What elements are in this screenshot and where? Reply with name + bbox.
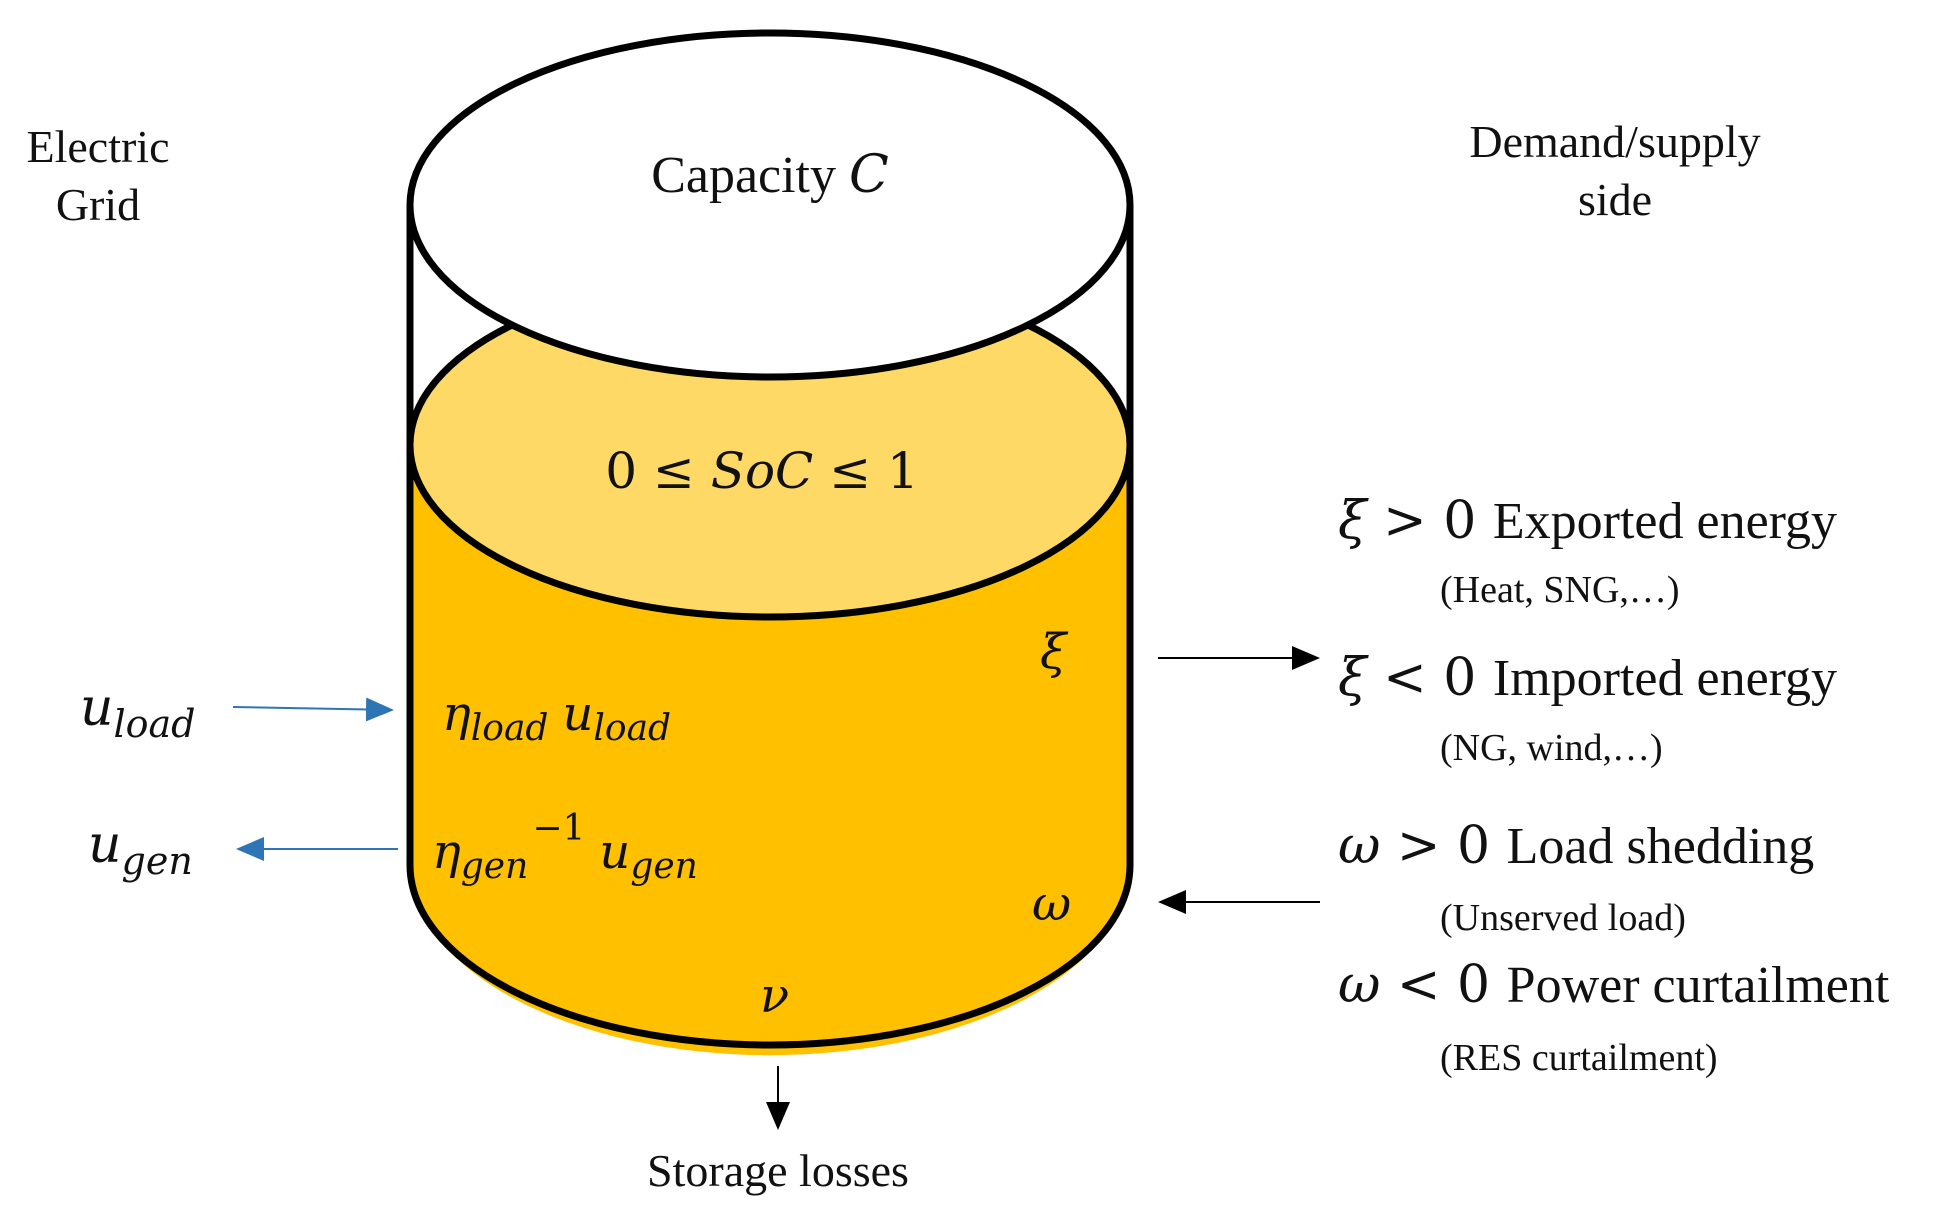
storage-tank: [406, 29, 1134, 1056]
tank-bottom-rim: [406, 864, 1134, 1049]
exchange-exported-line: ξ > 0 Exported energy: [1338, 491, 1837, 551]
exchange-imported-line: ξ < 0 Imported energy: [1338, 648, 1837, 708]
nu-loss-symbol: ν: [760, 968, 789, 1024]
exchange-shedding-line: ω > 0 Load shedding: [1338, 816, 1814, 876]
grid-title-line1: Electric: [26, 121, 169, 172]
omega-flow-symbol: ω: [1032, 876, 1071, 932]
storage-losses-label: Storage losses: [647, 1145, 909, 1196]
u-load-arrow: [232, 697, 394, 722]
demand-title-line1: Demand/supply: [1469, 116, 1760, 167]
grid-title-line2: Grid: [56, 179, 140, 230]
u-load-label: uload: [80, 678, 196, 746]
exchange-curtailment-note: (RES curtailment): [1440, 1037, 1718, 1079]
tank-top-lid: [406, 29, 1134, 381]
exchange-curtailment-line: ω < 0 Power curtailment: [1338, 955, 1890, 1015]
exchange-shedding-note: (Unserved load): [1440, 897, 1686, 939]
demand-title-line2: side: [1578, 174, 1652, 225]
exchange-imported-note: (NG, wind,…): [1440, 727, 1663, 769]
u-gen-label: ugen: [88, 815, 193, 883]
soc-constraint: 0 ≤ SoC ≤ 1: [605, 442, 919, 500]
xi-flow-symbol: ξ: [1040, 624, 1069, 680]
capacity-label: Capacity C: [651, 145, 889, 205]
exchange-exported-note: (Heat, SNG,…): [1440, 569, 1680, 611]
